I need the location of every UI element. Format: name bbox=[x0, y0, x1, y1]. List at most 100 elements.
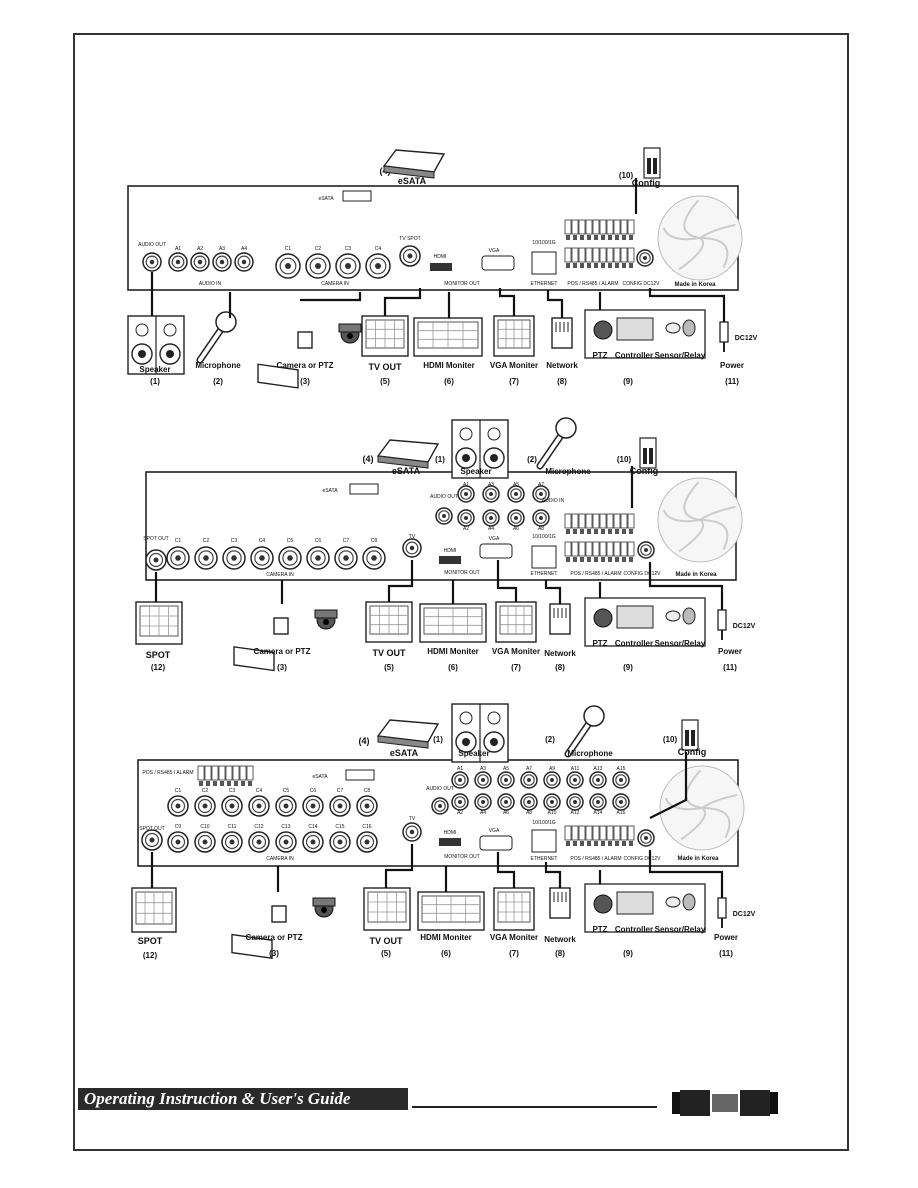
camera-ptz-icon-lens bbox=[273, 617, 289, 635]
camera-bottom-bnc-5-pin bbox=[310, 839, 316, 845]
camera-in-label-0: C1 bbox=[175, 538, 182, 544]
camera-in-label-7: C8 bbox=[371, 538, 378, 544]
camera-in-bnc-6-ring bbox=[338, 550, 354, 566]
camera-bottom-bnc-6-pin bbox=[337, 839, 343, 845]
microphone-icon-handle-fill bbox=[538, 432, 564, 468]
spot-out-label: SPOT OUT bbox=[139, 826, 164, 832]
camera-in-label-0: C1 bbox=[285, 246, 292, 252]
terminal-block-top bbox=[627, 219, 635, 235]
cooling-fan-blade bbox=[662, 509, 701, 523]
tv-spot-bnc-pin bbox=[407, 253, 413, 259]
dc-label: CONFIG DC12V bbox=[623, 281, 661, 287]
callout-7: (7) bbox=[509, 377, 519, 386]
camera-bottom-label-2: C11 bbox=[228, 824, 237, 830]
audio-bottom-jack-2-ring bbox=[500, 796, 512, 808]
camera-top-label-4: C5 bbox=[283, 788, 290, 794]
esata-port-label: eSATA bbox=[322, 488, 338, 494]
camera-in-group-label: CAMERA IN bbox=[266, 856, 294, 862]
terminal-block-top bbox=[592, 513, 600, 529]
terminal-block-top bbox=[578, 513, 586, 529]
terminal-block-top bbox=[571, 513, 579, 529]
config-switch-icon bbox=[681, 719, 699, 751]
terminal-block-top-screw bbox=[594, 235, 598, 240]
terminal-block-top bbox=[571, 219, 579, 235]
spot-out-bnc-pin bbox=[153, 557, 159, 563]
audio-bottom-jack-4-ring bbox=[546, 796, 558, 808]
audio-top-label-1: A3 bbox=[488, 482, 494, 488]
audio-bottom-jack-2-ring bbox=[510, 512, 522, 524]
terminal-block-top-screw bbox=[608, 529, 612, 534]
connector-line bbox=[546, 290, 564, 318]
speaker-label: Speaker bbox=[458, 749, 489, 758]
audio-top-label-2: A5 bbox=[503, 766, 509, 772]
config-switch-icon-switch-2 bbox=[649, 448, 653, 464]
camera-bottom-bnc-1-ring bbox=[197, 834, 213, 850]
audio-bottom-jack-5-pin bbox=[573, 800, 577, 804]
audio-in-jack-2-ring bbox=[215, 255, 229, 269]
audio-out-jack-pin bbox=[438, 804, 442, 808]
tv-label: TV OUT bbox=[370, 936, 404, 946]
esata-port bbox=[349, 483, 379, 495]
audio-bottom-jack-1-ring bbox=[477, 796, 489, 808]
audio-in-group-label: AUDIO IN bbox=[199, 281, 222, 287]
audio-out-jack-pin bbox=[149, 259, 155, 265]
camera-ptz-icon-ptz-base bbox=[312, 897, 336, 907]
audio-bottom-label-0: A2 bbox=[463, 526, 469, 532]
ethernet-label: ETHERNET bbox=[531, 281, 558, 287]
terminal-block-left bbox=[197, 765, 205, 781]
pos-devices-panel-sensor bbox=[665, 896, 681, 908]
terminal-block-bottom-screw bbox=[566, 841, 570, 846]
terminal-block-left-screw bbox=[220, 781, 224, 786]
speaker-icon-cone bbox=[138, 350, 146, 358]
camera-in-label-5: C6 bbox=[315, 538, 322, 544]
terminal-block-bottom bbox=[585, 541, 593, 557]
network-label: Network bbox=[544, 935, 576, 944]
audio-top-label-0: A1 bbox=[463, 482, 469, 488]
dc-power-jack-ring bbox=[640, 544, 652, 556]
pos-devices-panel-relay bbox=[682, 893, 696, 911]
pos-devices-panel-controller bbox=[616, 317, 654, 341]
callout-7: (7) bbox=[509, 949, 519, 958]
dc12v-label: DC12V bbox=[733, 623, 756, 630]
audio-bottom-label-4: A10 bbox=[548, 810, 557, 816]
callout-10: (10) bbox=[617, 455, 632, 464]
camera-bottom-bnc-7-ring bbox=[359, 834, 375, 850]
tv-spot-label: TV SPOT bbox=[399, 236, 420, 242]
terminal-block-bottom bbox=[627, 541, 635, 557]
camera-in-bnc-0-ring bbox=[170, 550, 186, 566]
lan-speed-label: 10/100/1G bbox=[532, 820, 555, 826]
callout-6: (6) bbox=[448, 663, 458, 672]
terminal-block-left-screw bbox=[241, 781, 245, 786]
terminal-block-bottom bbox=[613, 247, 621, 263]
camera-bottom-bnc-4-ring bbox=[278, 834, 294, 850]
dc-power-jack-ring bbox=[640, 832, 652, 844]
audio-top-jack-0-ring bbox=[460, 488, 472, 500]
audio-top-jack-0-ring bbox=[454, 774, 466, 786]
esata-drive-icon-side bbox=[383, 165, 435, 179]
hdmi-port bbox=[439, 556, 461, 564]
tv-label-port: TV bbox=[409, 816, 416, 822]
sensor-label: Sensor/Relay bbox=[655, 639, 706, 648]
terminal-block-top-screw bbox=[622, 529, 626, 534]
esata-drive-icon-side bbox=[377, 455, 429, 469]
terminal-block-top-screw bbox=[573, 235, 577, 240]
audio-bottom-jack-0-ring bbox=[454, 796, 466, 808]
audio-top-jack-3-ring bbox=[535, 488, 547, 500]
audio-top-jack-4-pin bbox=[550, 778, 554, 782]
ethernet-label: ETHERNET bbox=[531, 856, 558, 862]
callout-1: (1) bbox=[433, 735, 443, 744]
cooling-fan-blade bbox=[683, 199, 701, 239]
audio-in-jack-0-pin bbox=[175, 259, 181, 265]
camera-top-label-7: C8 bbox=[364, 788, 371, 794]
audio-top-label-3: A7 bbox=[538, 482, 544, 488]
camera-bottom-bnc-2-pin bbox=[229, 839, 235, 845]
spot-label: SPOT bbox=[138, 936, 163, 946]
terminal-block-left bbox=[232, 765, 240, 781]
ethernet-port bbox=[531, 545, 557, 569]
made-in-label: Made in Korea bbox=[675, 572, 717, 578]
audio-top-jack-5-ring bbox=[569, 774, 581, 786]
terminal-block-bottom-screw bbox=[587, 557, 591, 562]
audio-in-jack-1-ring bbox=[193, 255, 207, 269]
cooling-fan-blade bbox=[662, 227, 701, 241]
terminal-block-top bbox=[599, 219, 607, 235]
